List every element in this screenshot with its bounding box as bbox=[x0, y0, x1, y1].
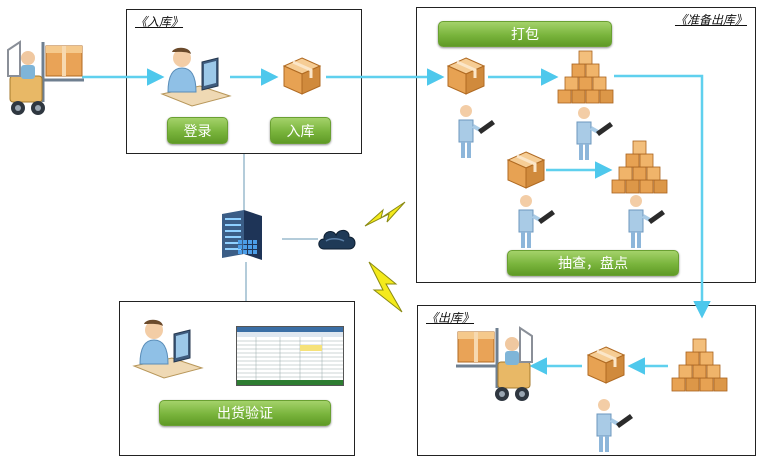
lightning-icon bbox=[368, 261, 403, 313]
pack-button[interactable]: 打包 bbox=[438, 21, 612, 47]
shipment-verify-button[interactable]: 出货验证 bbox=[159, 400, 331, 426]
worker-scanner-icon bbox=[458, 105, 495, 158]
outbound-panel-title: 《出库》 bbox=[426, 311, 475, 325]
outbound-panel: 《出库》 bbox=[417, 305, 756, 456]
forklift-icon bbox=[456, 326, 533, 401]
spreadsheet-icon bbox=[236, 326, 344, 386]
clerk-computer-icon bbox=[132, 319, 204, 379]
inspect-inventory-button[interactable]: 抽查，盘点 bbox=[507, 250, 679, 276]
inbound-panel: 《入库》 bbox=[126, 9, 362, 154]
box-icon bbox=[506, 151, 546, 189]
clerk-computer-icon bbox=[160, 47, 232, 107]
server-icon bbox=[222, 210, 262, 260]
worker-scanner-icon bbox=[576, 107, 613, 160]
box-icon bbox=[282, 57, 322, 95]
worker-scanner-icon bbox=[596, 399, 633, 452]
forklift-icon bbox=[7, 40, 84, 115]
box-stack-icon bbox=[611, 140, 668, 194]
box-icon bbox=[586, 346, 626, 384]
box-icon bbox=[446, 57, 486, 95]
login-button[interactable]: 登录 bbox=[167, 117, 228, 144]
inbound-panel-title: 《入库》 bbox=[135, 15, 184, 29]
prepare-outbound-panel-title: 《准备出库》 bbox=[674, 13, 747, 27]
stock-in-button[interactable]: 入库 bbox=[270, 117, 331, 144]
cloud-icon bbox=[318, 229, 356, 250]
lightning-icon bbox=[364, 201, 406, 227]
box-stack-icon bbox=[671, 338, 728, 392]
worker-scanner-icon bbox=[518, 195, 555, 248]
worker-scanner-icon bbox=[628, 195, 665, 248]
box-stack-icon bbox=[557, 50, 614, 104]
